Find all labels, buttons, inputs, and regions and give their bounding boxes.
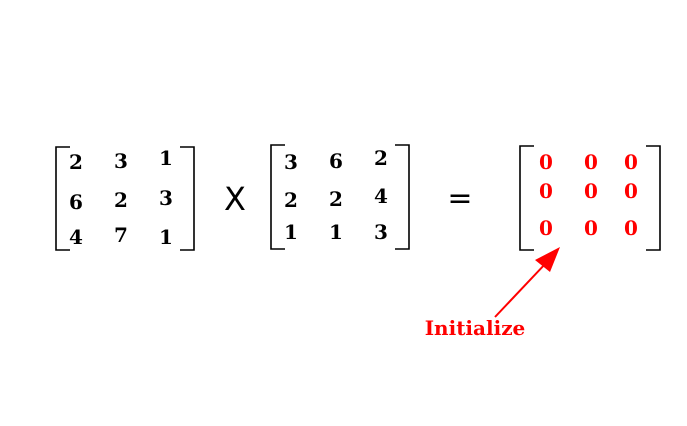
matrix-result-cell-r1c3: 0 — [624, 150, 638, 174]
matrix-result-cell-r3c2: 0 — [584, 216, 598, 240]
matrix-a — [55, 146, 195, 251]
matrix-a-cell-r3c1: 4 — [69, 225, 83, 249]
matrix-result-cell-r2c1: 0 — [539, 179, 553, 203]
matrix-result-cell-r3c1: 0 — [539, 216, 553, 240]
matrix-b-cell-r3c2: 1 — [329, 220, 343, 244]
matrix-a-right-bracket — [180, 146, 195, 251]
matrix-b-cell-r2c3: 4 — [374, 184, 388, 208]
matrix-result-left-bracket — [519, 145, 534, 251]
matrix-b-cell-r3c3: 3 — [374, 220, 388, 244]
matrix-result-right-bracket — [646, 145, 661, 251]
matrix-result — [519, 145, 661, 251]
matrix-b-cell-r2c2: 2 — [329, 187, 343, 211]
matrix-a-cell-r1c1: 2 — [69, 150, 83, 174]
matrix-result-cell-r1c1: 0 — [539, 150, 553, 174]
matrix-b-cells: 3 6 2 2 2 4 1 1 3 — [284, 146, 388, 244]
matrix-b-cell-r1c2: 6 — [329, 149, 343, 173]
matrix-b-cell-r3c1: 1 — [284, 220, 298, 244]
matrix-a-cell-r3c3: 1 — [159, 225, 173, 249]
equals-symbol: = — [447, 181, 472, 216]
multiply-symbol: X — [224, 180, 246, 218]
matrix-a-left-bracket — [55, 146, 70, 251]
matrix-result-cell-r2c3: 0 — [624, 179, 638, 203]
matrix-b-cell-r2c1: 2 — [284, 188, 298, 212]
arrow-head — [535, 247, 560, 272]
matrix-a-cell-r2c3: 3 — [159, 186, 173, 210]
matrix-b-left-bracket — [270, 144, 285, 250]
matrix-result-cell-r3c3: 0 — [624, 216, 638, 240]
matrix-a-cells: 2 3 1 6 2 3 4 7 1 — [69, 146, 173, 249]
annotation-label: Initialize — [425, 316, 526, 340]
annotation-arrow — [494, 247, 560, 318]
matrix-result-cells: 0 0 0 0 0 0 0 0 0 — [539, 150, 638, 240]
matrix-b-cell-r1c3: 2 — [374, 146, 388, 170]
matrix-b — [270, 144, 410, 250]
matrix-a-cell-r2c1: 6 — [69, 190, 83, 214]
matrix-b-right-bracket — [395, 144, 410, 250]
matrix-a-cell-r2c2: 2 — [114, 188, 128, 212]
matrix-result-cell-r2c2: 0 — [584, 179, 598, 203]
arrow-shaft — [494, 261, 548, 318]
matrix-a-cell-r1c2: 3 — [114, 149, 128, 173]
matrix-a-cell-r1c3: 1 — [159, 146, 173, 170]
matrix-result-cell-r1c2: 0 — [584, 150, 598, 174]
matrix-a-cell-r3c2: 7 — [114, 223, 128, 247]
matrix-b-cell-r1c1: 3 — [284, 150, 298, 174]
